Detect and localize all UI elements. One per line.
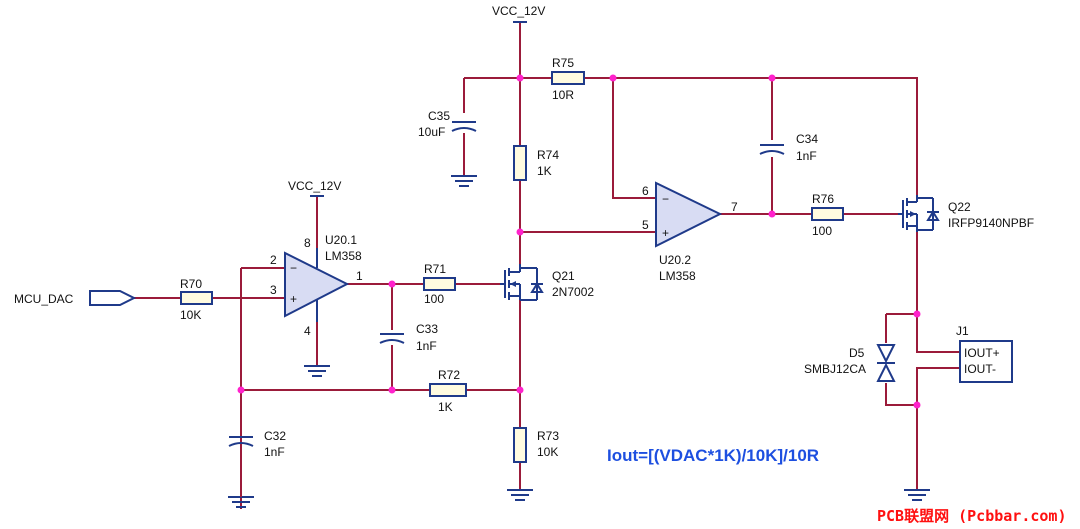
vcc-top-symbol: VCC_12V: [492, 4, 545, 23]
u20-2-ref: U20.2: [659, 253, 691, 267]
resistor-r75: R75 10R: [551, 56, 585, 102]
r72-value: 1K: [438, 400, 453, 414]
u20-1-pin-gnd: 4: [304, 324, 311, 338]
vcc-left-label: VCC_12V: [288, 179, 341, 193]
formula-text: Iout=[(VDAC*1K)/10K]/10R: [607, 446, 819, 465]
r74-ref: R74: [537, 148, 559, 162]
r73-value: 10K: [537, 445, 558, 459]
q21-part: 2N7002: [552, 285, 594, 299]
r75-value: 10R: [552, 88, 574, 102]
ground-r73: [507, 489, 533, 501]
u20-2-pin-pos: 5: [642, 218, 649, 232]
u20-1-plus: +: [290, 292, 297, 306]
c34-value: 1nF: [796, 149, 817, 163]
resistor-r76: R76 100: [811, 192, 844, 238]
vcc-top-label: VCC_12V: [492, 4, 545, 18]
u20-1-pin-pos: 3: [270, 283, 277, 297]
r71-value: 100: [424, 292, 444, 306]
mcu-dac-port: MCU_DAC: [14, 290, 137, 306]
u20-2-part: LM358: [659, 269, 696, 283]
u20-2-pin-neg: 6: [642, 184, 649, 198]
u20-2-pin-out: 7: [731, 200, 738, 214]
d5-part: SMBJ12CA: [804, 362, 866, 376]
c34-ref: C34: [796, 132, 818, 146]
mosfet-q22: Q22 IRFP9140NPBF: [898, 195, 1034, 232]
resistor-r71: R71 100: [423, 262, 456, 306]
c33-value: 1nF: [416, 339, 437, 353]
r71-ref: R71: [424, 262, 446, 276]
r76-value: 100: [812, 224, 832, 238]
u20-1-pin-out: 1: [356, 269, 363, 283]
j1-pin-iout-minus: IOUT-: [964, 362, 996, 376]
c33-ref: C33: [416, 322, 438, 336]
u20-1-part: LM358: [325, 249, 362, 263]
watermark-text: PCB联盟网 (Pcbbar.com): [877, 507, 1067, 525]
r72-ref: R72: [438, 368, 460, 382]
u20-1-ref: U20.1: [325, 233, 357, 247]
ground-u20-1: [304, 365, 330, 377]
c35-value: 10uF: [418, 125, 445, 139]
mosfet-q21: Q21 2N7002: [500, 264, 594, 301]
capacitor-c35: C35 10uF: [418, 109, 477, 139]
junctions: [237, 74, 921, 409]
c32-value: 1nF: [264, 445, 285, 459]
q22-ref: Q22: [948, 200, 971, 214]
q22-part: IRFP9140NPBF: [948, 216, 1034, 230]
r75-ref: R75: [552, 56, 574, 70]
u20-1-pin-vcc: 8: [304, 236, 311, 250]
opamp-u20-1: − + 2 3 1 8 4 U20.1 LM358: [270, 233, 363, 338]
u20-1-minus: −: [290, 261, 297, 275]
r73-ref: R73: [537, 429, 559, 443]
r70-value: 10K: [180, 308, 201, 322]
j1-pin-iout-plus: IOUT+: [964, 346, 1000, 360]
d5-ref: D5: [849, 346, 865, 360]
tvs-diode-d5: D5 SMBJ12CA: [804, 344, 896, 382]
capacitor-c34: C34 1nF: [759, 132, 818, 163]
r70-ref: R70: [180, 277, 202, 291]
resistor-r70: R70 10K: [180, 277, 213, 322]
ground-c35: [451, 175, 477, 187]
capacitor-c33: C33 1nF: [379, 322, 438, 353]
c32-ref: C32: [264, 429, 286, 443]
r74-value: 1K: [537, 164, 552, 178]
resistor-r74: R74 1K: [513, 145, 559, 181]
vcc-left-symbol: VCC_12V: [288, 179, 341, 197]
resistor-r73: R73 10K: [513, 427, 559, 463]
r76-ref: R76: [812, 192, 834, 206]
j1-ref: J1: [956, 324, 969, 338]
q21-ref: Q21: [552, 269, 575, 283]
wires: [134, 22, 960, 509]
ground-j1: [904, 489, 930, 501]
u20-2-plus: +: [662, 226, 669, 240]
u20-1-pin-neg: 2: [270, 253, 277, 267]
c35-ref: C35: [428, 109, 450, 123]
capacitor-c32: C32 1nF: [228, 429, 286, 497]
opamp-u20-2: − + 6 5 7 U20.2 LM358: [642, 181, 738, 283]
resistor-r72: R72 1K: [429, 368, 467, 414]
connector-j1: J1 IOUT+ IOUT-: [956, 324, 1013, 383]
u20-2-minus: −: [662, 192, 669, 206]
mcu-dac-label: MCU_DAC: [14, 292, 74, 306]
